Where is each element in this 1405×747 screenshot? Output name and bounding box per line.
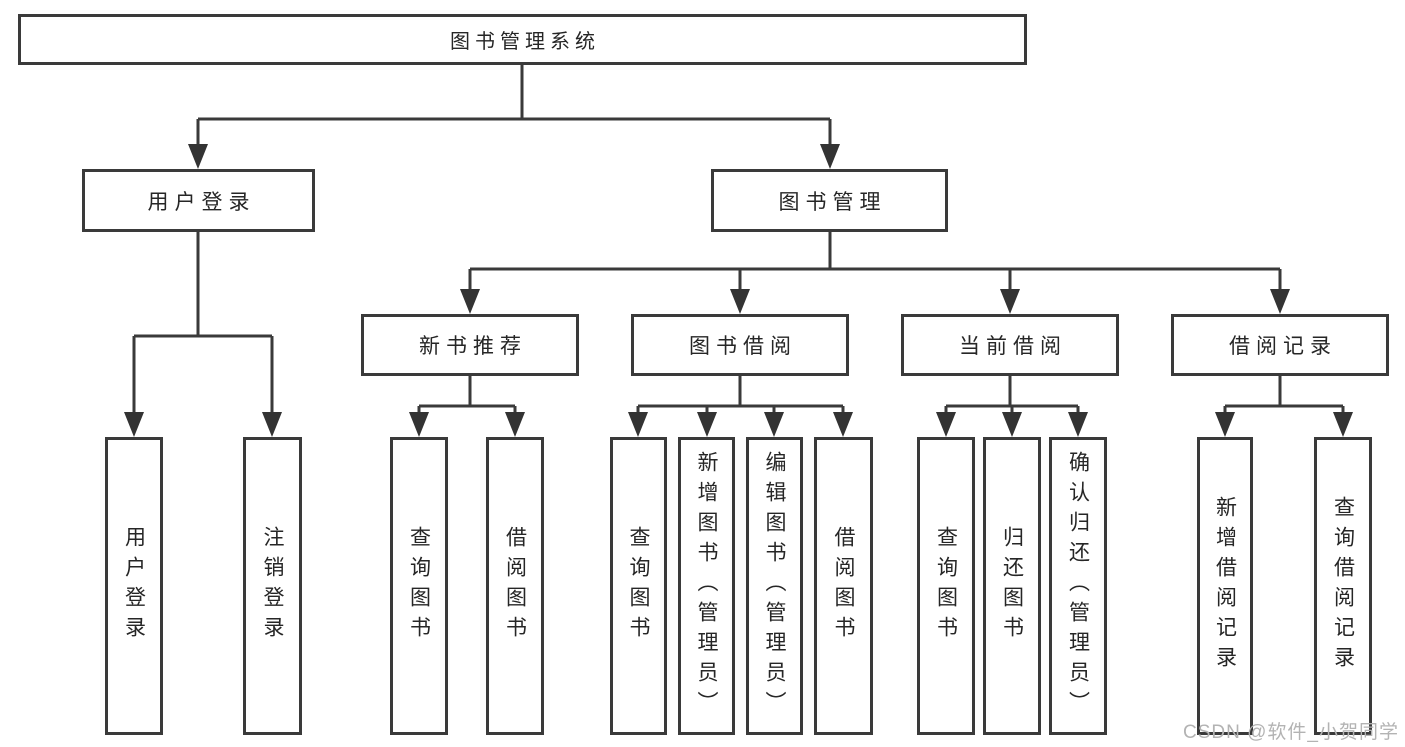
leaf-label: 确认归还（管理员） — [1066, 451, 1090, 721]
leaf-confirm-return-admin: 确认归还（管理员） — [1049, 437, 1107, 735]
csdn-watermark: CSDN @软件_小贺同学 — [1183, 722, 1399, 743]
leaf-label: 查询借阅记录 — [1331, 496, 1355, 676]
node-label: 借阅记录 — [1229, 335, 1337, 358]
leaf-query-borrow-record: 查询借阅记录 — [1314, 437, 1372, 735]
leaf-edit-books-admin: 编辑图书（管理员） — [746, 437, 803, 735]
leaf-logout: 注销登录 — [243, 437, 302, 735]
node-user-login: 用户登录 — [82, 169, 315, 232]
leaf-query-books-borrowing: 查询图书 — [610, 437, 667, 735]
leaf-query-books-current: 查询图书 — [917, 437, 975, 735]
leaf-label: 查询图书 — [627, 526, 651, 646]
leaf-label: 新增借阅记录 — [1213, 496, 1237, 676]
node-current-borrowing: 当前借阅 — [901, 314, 1119, 376]
node-library-management-system: 图书管理系统 — [18, 14, 1027, 65]
leaf-label: 编辑图书（管理员） — [763, 451, 787, 721]
node-label: 图书管理系统 — [450, 31, 600, 53]
leaf-borrow-books: 借阅图书 — [814, 437, 873, 735]
leaf-label: 借阅图书 — [503, 526, 527, 646]
leaf-label: 注销登录 — [261, 526, 285, 646]
node-label: 当前借阅 — [959, 335, 1067, 358]
leaf-add-borrow-record: 新增借阅记录 — [1197, 437, 1253, 735]
node-book-management: 图书管理 — [711, 169, 948, 232]
arrowheads — [124, 144, 1353, 437]
leaf-label: 查询图书 — [407, 526, 431, 646]
node-label: 新书推荐 — [419, 335, 527, 358]
leaf-label: 用户登录 — [122, 526, 146, 646]
leaf-add-books-admin: 新增图书（管理员） — [678, 437, 735, 735]
leaf-user-login: 用户登录 — [105, 437, 163, 735]
node-borrowing-records: 借阅记录 — [1171, 314, 1389, 376]
node-label: 图书借阅 — [689, 335, 797, 358]
leaf-label: 新增图书（管理员） — [695, 451, 719, 721]
leaf-borrow-books-recommend: 借阅图书 — [486, 437, 544, 735]
node-book-borrowing: 图书借阅 — [631, 314, 849, 376]
leaf-label: 查询图书 — [934, 526, 958, 646]
node-label: 图书管理 — [778, 190, 887, 214]
leaf-label: 归还图书 — [1000, 526, 1024, 646]
leaf-query-books-recommend: 查询图书 — [390, 437, 448, 735]
node-label: 用户登录 — [147, 190, 256, 214]
leaf-return-books: 归还图书 — [983, 437, 1041, 735]
leaf-label: 借阅图书 — [832, 526, 856, 646]
node-new-book-recommend: 新书推荐 — [361, 314, 579, 376]
